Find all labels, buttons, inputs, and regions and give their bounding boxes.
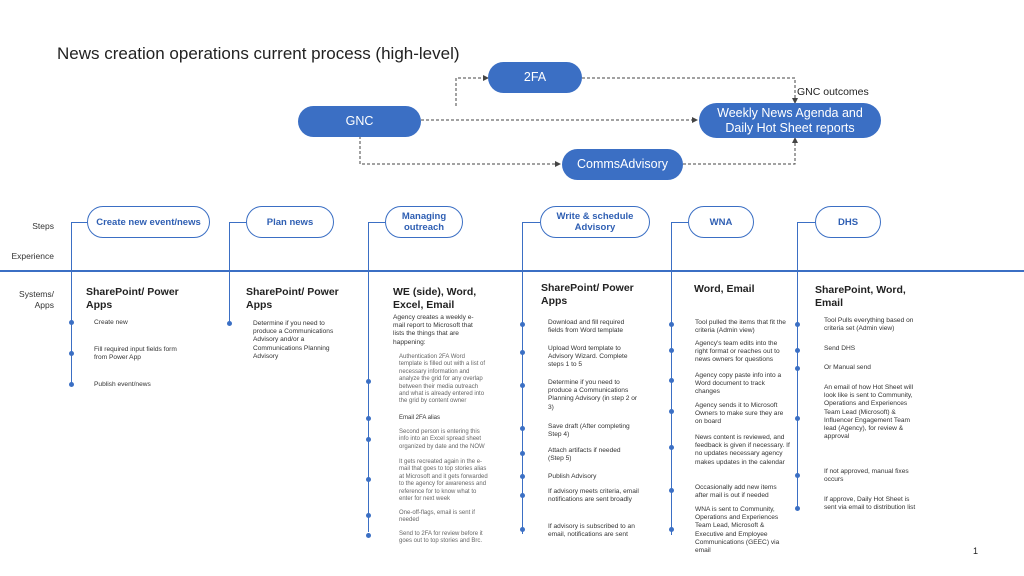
system-label: SharePoint/ Power Apps xyxy=(246,286,339,311)
page-number: 1 xyxy=(972,546,978,556)
step-item: Tool Pulls everything based on criteria … xyxy=(824,317,914,333)
timeline-connector xyxy=(229,222,246,223)
step-item: One-off-flags, email is sent if needed xyxy=(399,510,475,524)
bullet-dot xyxy=(366,513,371,518)
timeline-line xyxy=(797,222,798,508)
row-label-steps: Steps xyxy=(32,221,54,231)
step-wna: WNA xyxy=(688,206,754,238)
bullet-dot xyxy=(795,348,800,353)
bullet-dot xyxy=(366,379,371,384)
bullet-dot xyxy=(669,527,674,532)
bullet-dot xyxy=(669,409,674,414)
step-item: Agency's team edits into the right forma… xyxy=(695,340,780,364)
bullet-dot xyxy=(366,533,371,538)
bullet-dot xyxy=(69,382,74,387)
step-item: Create new xyxy=(94,319,128,326)
section-divider xyxy=(0,270,1024,272)
gnc-node: GNC xyxy=(298,106,421,137)
bullet-dot xyxy=(520,350,525,355)
step-item: Agency copy paste info into a Word docum… xyxy=(695,372,782,396)
step-item: If advisory is subscribed to an email, n… xyxy=(548,523,635,539)
bullet-dot xyxy=(520,322,525,327)
step-item: Email 2FA alias xyxy=(399,415,441,421)
system-label: WE (side), Word, Excel, Email xyxy=(393,286,477,311)
step-item: Authentication 2FA Word template is fill… xyxy=(399,354,486,405)
step-item: Tool pulled the items that fit the crite… xyxy=(695,319,786,335)
step-item: Second person is entering this info into… xyxy=(399,429,485,450)
step-item: Download and fill required fields from W… xyxy=(548,319,625,335)
step-item: Determine if you need to produce a Commu… xyxy=(548,379,638,411)
bullet-dot xyxy=(520,474,525,479)
bullet-dot xyxy=(520,451,525,456)
step-item: It gets recreated again in the e-mail th… xyxy=(399,459,488,503)
bullet-dot xyxy=(366,437,371,442)
step-item: Publish Advisory xyxy=(548,473,597,480)
step-item: Determine if you need to produce a Commu… xyxy=(253,320,334,360)
bullet-dot xyxy=(69,351,74,356)
timeline-line xyxy=(368,222,369,532)
step-write-schedule: Write & schedule Advisory xyxy=(540,206,650,238)
bullet-dot xyxy=(795,322,800,327)
step-item: Or Manual send xyxy=(824,364,871,371)
bullet-dot xyxy=(669,378,674,383)
step-item: Upload Word template to Advisory Wizard.… xyxy=(548,345,628,369)
step-item: Publish event/news xyxy=(94,381,151,388)
timeline-connector xyxy=(522,222,540,223)
bullet-dot xyxy=(669,348,674,353)
step-item: Agency sends it to Microsoft Owners to m… xyxy=(695,402,784,426)
bullet-dot xyxy=(795,416,800,421)
step-create-news: Create new event/news xyxy=(87,206,210,238)
bullet-dot xyxy=(669,445,674,450)
step-item: If not approved, manual fixes occurs xyxy=(824,468,909,484)
step-item: Fill required input fields form from Pow… xyxy=(94,346,177,362)
step-item: News content is reviewed, and feedback i… xyxy=(695,434,790,466)
timeline-line xyxy=(71,222,72,385)
bullet-dot xyxy=(520,527,525,532)
bullet-dot xyxy=(669,322,674,327)
step-managing-outreach: Managing outreach xyxy=(385,206,463,238)
timeline-connector xyxy=(671,222,688,223)
timeline-line xyxy=(522,222,523,534)
bullet-dot xyxy=(795,366,800,371)
step-item: If advisory meets criteria, email notifi… xyxy=(548,488,639,504)
bullet-dot xyxy=(520,383,525,388)
bullet-dot xyxy=(366,416,371,421)
system-label: Word, Email xyxy=(694,283,755,295)
step-item: Occasionally add new items after mail is… xyxy=(695,484,777,500)
gnc-outcomes-label: GNC outcomes xyxy=(797,86,869,98)
timeline-connector xyxy=(368,222,385,223)
bullet-dot xyxy=(227,321,232,326)
intro-text: Agency creates a weekly e-mail report to… xyxy=(393,314,474,346)
bullet-dot xyxy=(669,488,674,493)
timeline-connector xyxy=(797,222,815,223)
weekly-news-node: Weekly News Agenda and Daily Hot Sheet r… xyxy=(699,103,881,138)
step-item: An email of how Hot Sheet will look like… xyxy=(824,384,914,441)
bullet-dot xyxy=(520,426,525,431)
page-title: News creation operations current process… xyxy=(57,44,460,63)
timeline-connector xyxy=(71,222,87,223)
bullet-dot xyxy=(69,320,74,325)
bullet-dot xyxy=(366,477,371,482)
bullet-dot xyxy=(795,506,800,511)
step-dhs: DHS xyxy=(815,206,881,238)
step-item: Send DHS xyxy=(824,345,856,352)
step-item: WNA is sent to Community, Operations and… xyxy=(695,506,780,555)
row-label-experience: Experience xyxy=(11,251,54,261)
comms-advisory-node: CommsAdvisory xyxy=(562,149,683,180)
step-item: Attach artifacts if needed (Step 5) xyxy=(548,447,621,463)
bullet-dot xyxy=(795,473,800,478)
step-item: Save draft (After completing Step 4) xyxy=(548,423,630,439)
step-item: Send to 2FA for review before it goes ou… xyxy=(399,531,483,545)
timeline-line xyxy=(229,222,230,324)
system-label: SharePoint/ Power Apps xyxy=(541,282,634,307)
step-item: If approve, Daily Hot Sheet is sent via … xyxy=(824,496,916,512)
step-plan-news: Plan news xyxy=(246,206,334,238)
row-label-systems: Systems/ Apps xyxy=(19,289,54,310)
system-label: SharePoint/ Power Apps xyxy=(86,286,179,311)
twofa-node: 2FA xyxy=(488,62,582,93)
bullet-dot xyxy=(520,493,525,498)
system-label: SharePoint, Word, Email xyxy=(815,284,906,309)
